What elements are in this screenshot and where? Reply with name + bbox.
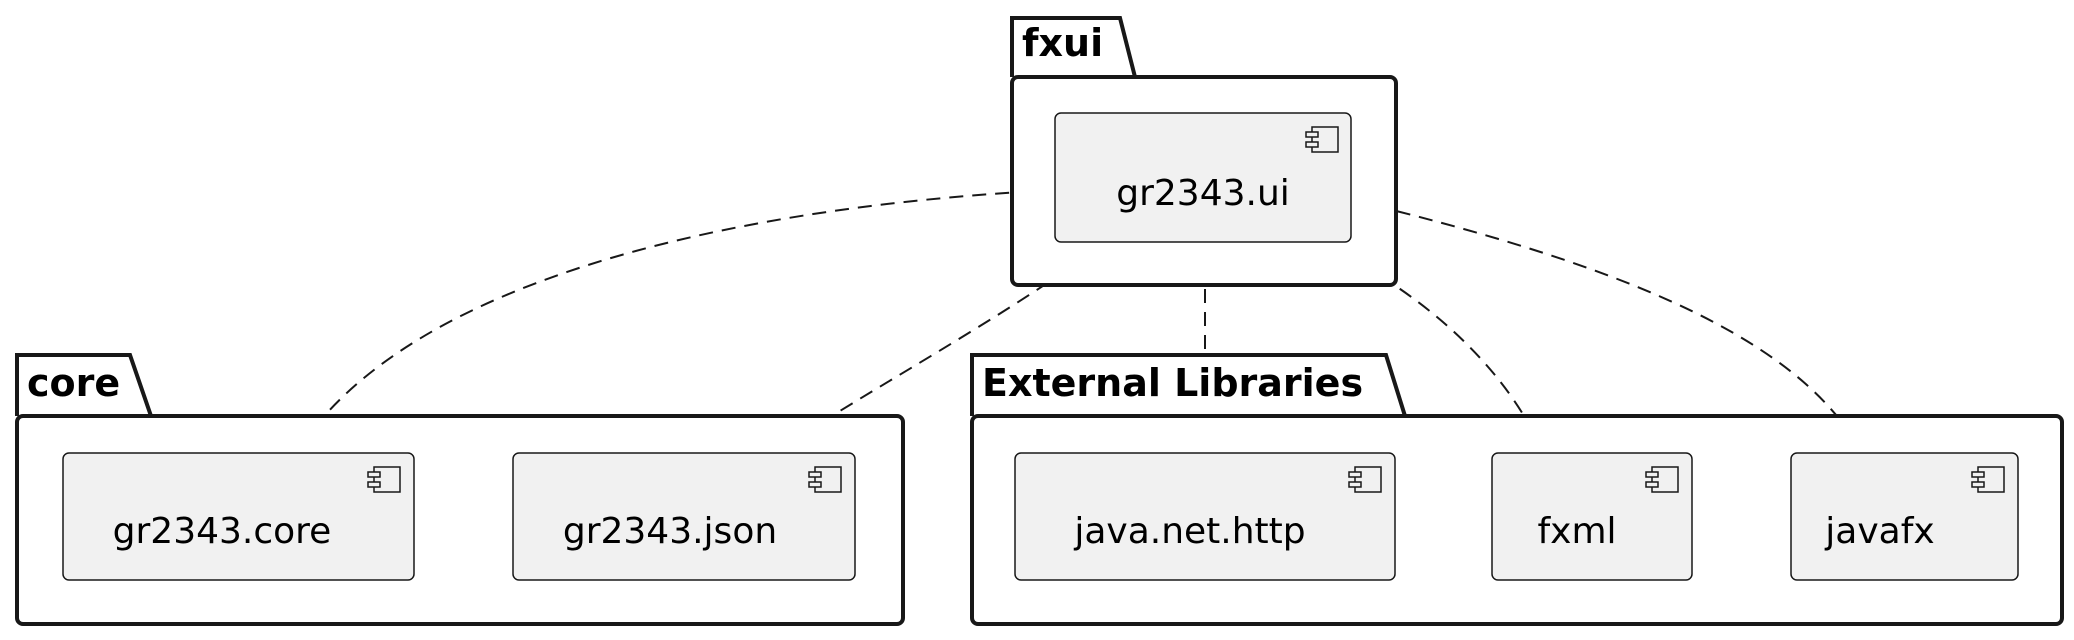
package-core-label: core <box>27 361 120 405</box>
package-fxui: fxui gr2343.ui <box>1010 16 1398 287</box>
package-external-libraries: External Libraries java.net.http fxml <box>970 353 2064 626</box>
component-label: gr2343.json <box>563 511 777 552</box>
package-core: core gr2343.core gr2343.json <box>15 353 905 626</box>
component-label: gr2343.ui <box>1116 173 1290 214</box>
component-icon <box>1645 466 1679 493</box>
component-gr2343-core[interactable]: gr2343.core <box>62 452 415 581</box>
component-icon <box>1305 126 1339 153</box>
component-icon <box>808 466 842 493</box>
component-label: javafx <box>1824 511 1934 552</box>
package-external-libraries-label: External Libraries <box>982 361 1363 405</box>
component-java-net-http[interactable]: java.net.http <box>1014 452 1396 581</box>
component-icon <box>367 466 401 493</box>
component-icon <box>1348 466 1382 493</box>
component-label: gr2343.core <box>113 511 332 552</box>
component-javafx[interactable]: javafx <box>1790 452 2019 581</box>
package-fxui-label: fxui <box>1022 21 1103 65</box>
component-label: java.net.http <box>1073 511 1305 552</box>
component-fxml[interactable]: fxml <box>1491 452 1693 581</box>
dependency-ui-to-core <box>297 189 1056 453</box>
component-gr2343-ui[interactable]: gr2343.ui <box>1054 112 1352 243</box>
component-label: fxml <box>1537 511 1616 552</box>
component-gr2343-json[interactable]: gr2343.json <box>512 452 856 581</box>
component-icon <box>1971 466 2005 493</box>
